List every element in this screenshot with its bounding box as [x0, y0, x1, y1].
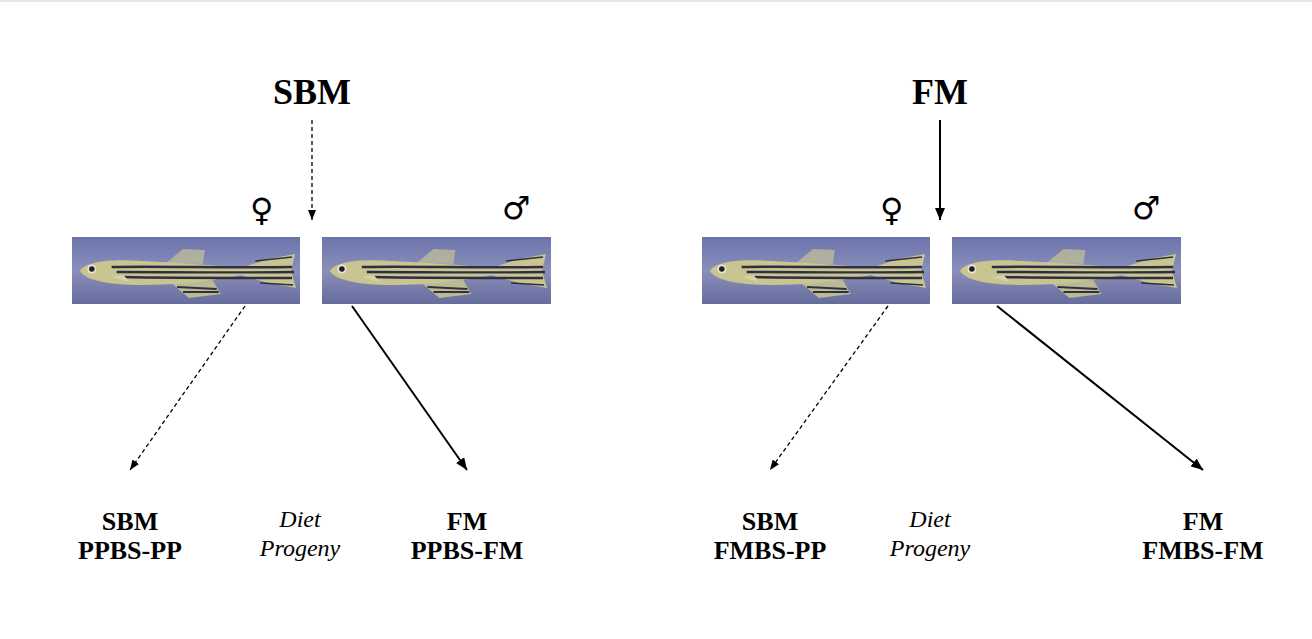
arrow: [130, 306, 245, 470]
male-zebrafish: [322, 237, 551, 304]
sex-symbol: ♀: [880, 194, 903, 226]
progeny-group: SBMPPBS-PP: [72, 470, 188, 569]
sex-symbol: ♀: [250, 194, 273, 226]
arrow: [997, 306, 1203, 470]
group-name: FMBS-PP: [714, 537, 827, 566]
top-rule: [0, 1, 1312, 2]
arrow: [311, 120, 312, 220]
axis-caption: Diet Progeny: [260, 505, 340, 563]
group-name: FMBS-FM: [1142, 537, 1263, 566]
female-zebrafish: [72, 237, 300, 304]
diet-name: SBM: [273, 74, 351, 110]
axis-caption: Diet Progeny: [890, 505, 970, 563]
group-name: FM: [1142, 508, 1263, 537]
male-zebrafish: [952, 237, 1181, 304]
group-name: PPBS-FM: [411, 537, 524, 566]
male-parent: ♂: [952, 190, 1182, 306]
diet-name: FM: [912, 74, 968, 110]
progeny-group: SBMFMBS-PP: [708, 470, 833, 569]
group-name: SBM: [714, 508, 827, 537]
male-parent: ♂: [322, 190, 552, 306]
group-name: FM: [411, 508, 524, 537]
female-parent: ♀: [702, 190, 940, 306]
sex-symbol: ♂: [502, 192, 531, 224]
sex-symbol: ♂: [1132, 192, 1161, 224]
arrow: [770, 306, 888, 470]
group-name: SBM: [78, 508, 182, 537]
progeny-group: FMPPBS-FM: [405, 470, 530, 569]
parent-diet: FM: [906, 70, 974, 120]
female-parent: ♀: [72, 190, 312, 306]
progeny-group: FMFMBS-FM: [1136, 470, 1269, 569]
group-name: PPBS-PP: [78, 537, 182, 566]
arrow: [939, 120, 941, 220]
female-zebrafish: [702, 237, 930, 304]
arrow: [352, 306, 467, 470]
parent-diet: SBM: [267, 70, 357, 120]
